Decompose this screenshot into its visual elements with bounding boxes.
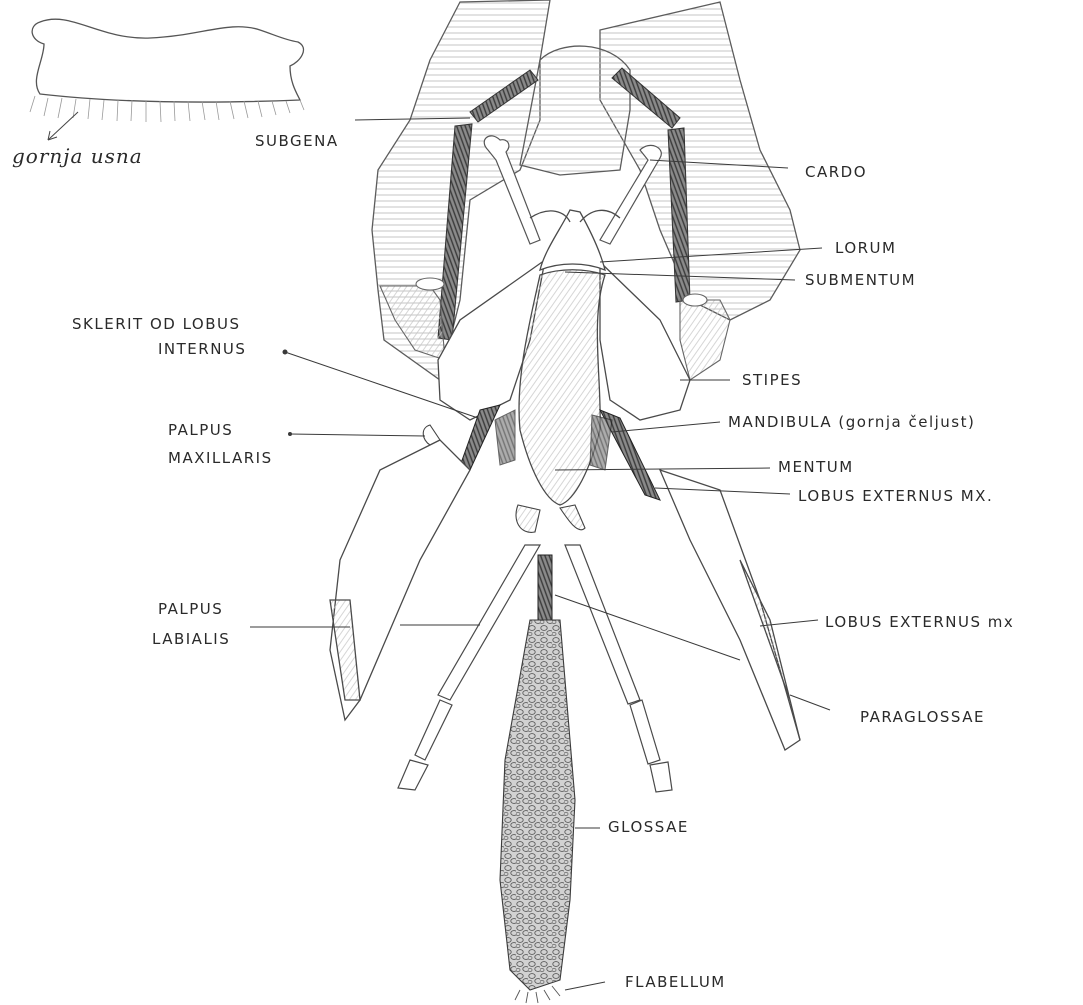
label-glossae: GLOSSAE <box>608 815 689 839</box>
leader-flabellum <box>565 982 605 990</box>
label-gornja-usna: gornja usna <box>12 144 143 168</box>
label-sklerit-2: INTERNUS <box>158 337 246 361</box>
label-mandibula: MANDIBULA (gornja čeljust) <box>728 410 975 434</box>
label-lobus-externus-2: LOBUS EXTERNUS mx <box>825 610 1014 634</box>
glossa-stalk <box>538 555 552 625</box>
label-stipes: STIPES <box>742 368 802 392</box>
label-palpus-max-2: MAXILLARIS <box>168 446 273 470</box>
label-flabellum: FLABELLUM <box>625 970 726 994</box>
label-submentum: SUBMENTUM <box>805 268 916 292</box>
label-cardo: CARDO <box>805 160 867 184</box>
leader-line-gornja-usna <box>48 112 78 140</box>
leader-dot-sklerit <box>283 350 288 355</box>
labrum-sketch <box>30 19 304 122</box>
label-palpus-lab-2: LABIALIS <box>152 627 230 651</box>
paraglossae-lobes <box>516 505 585 532</box>
label-mentum: MENTUM <box>778 455 854 479</box>
label-palpus-max-1: PALPUS <box>168 418 233 442</box>
label-lorum: LORUM <box>835 236 896 260</box>
leader-mandibula <box>612 422 720 432</box>
leader-dot-palpus-max <box>288 432 292 436</box>
leader-palpus-max <box>290 434 425 436</box>
label-paraglossae: PARAGLOSSAE <box>860 705 985 729</box>
label-lobus-externus-1: LOBUS EXTERNUS MX. <box>798 484 993 508</box>
label-sklerit-1: SKLERIT OD LOBUS <box>72 312 241 336</box>
galea-right <box>660 470 800 750</box>
flabellum-tip <box>515 986 560 1003</box>
label-palpus-lab-1: PALPUS <box>158 597 223 621</box>
label-subgena: SUBGENA <box>255 129 339 153</box>
glossae-tongue <box>500 620 575 990</box>
